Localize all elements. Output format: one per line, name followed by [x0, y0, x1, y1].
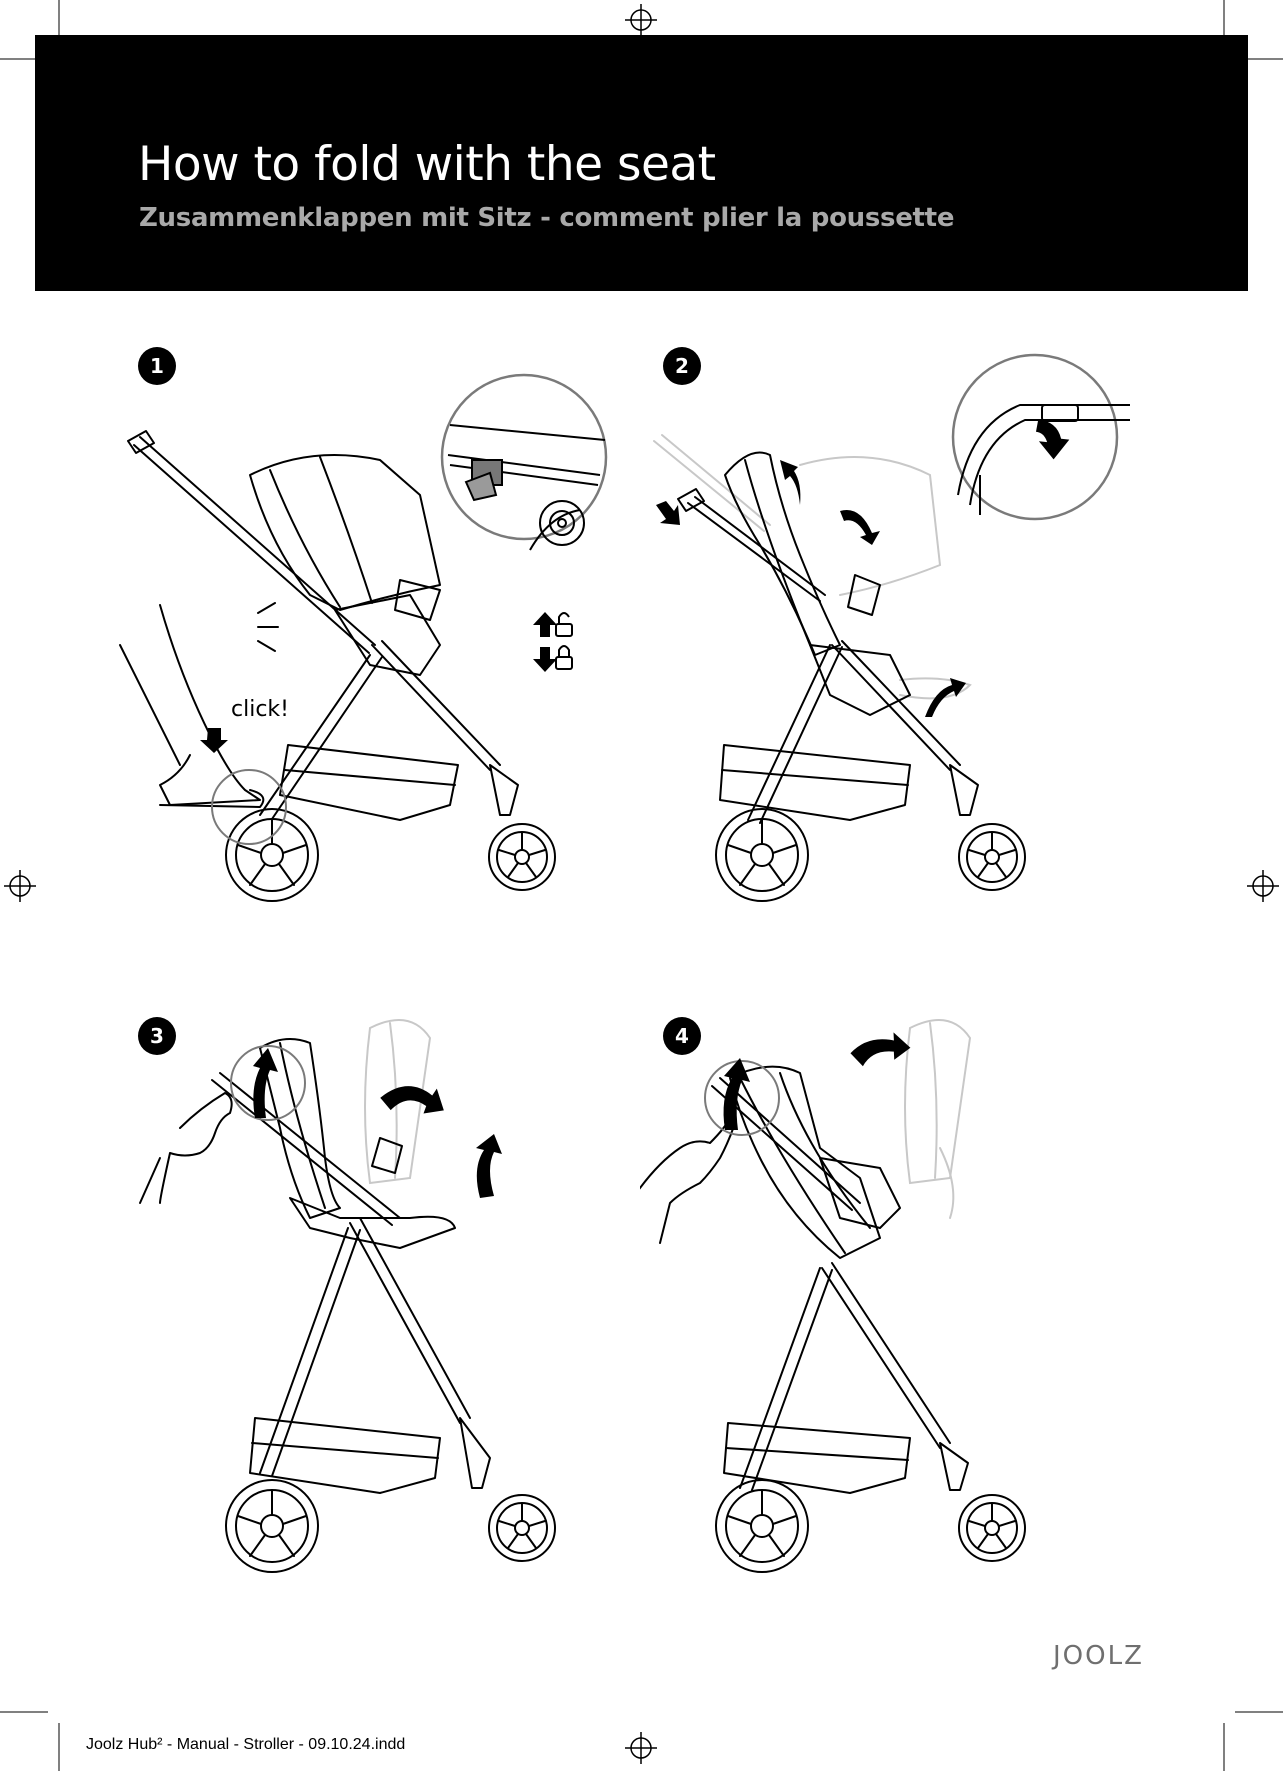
- arrow-down-icon: [533, 647, 557, 672]
- step-number-badge: 3: [138, 1017, 176, 1055]
- arrow-down-icon: [1035, 419, 1070, 460]
- step-1: 1: [110, 345, 650, 945]
- lock-icon: [555, 645, 573, 670]
- arrow-up-icon: [533, 612, 557, 637]
- file-footer: Joolz Hub² - Manual - Stroller - 09.10.2…: [86, 1736, 406, 1753]
- click-callout: click!: [231, 697, 289, 722]
- step-2: 2: [640, 345, 1180, 945]
- header-banner: How to fold with the seat Zusammenklappe…: [35, 35, 1248, 291]
- step-number-badge: 4: [663, 1017, 701, 1055]
- stroller-illustration: [640, 1019, 1026, 1573]
- step-number-badge: 1: [138, 347, 176, 385]
- step-4: 4: [640, 1017, 1180, 1618]
- page-subtitle: Zusammenklappen mit Sitz - comment plier…: [139, 203, 955, 233]
- step-number-badge: 2: [663, 347, 701, 385]
- arrow-down-icon: [200, 728, 228, 753]
- page-title: How to fold with the seat: [138, 137, 716, 192]
- stroller-illustration: [653, 353, 1130, 902]
- stroller-illustration: [119, 373, 608, 902]
- stroller-illustration: [139, 1019, 556, 1573]
- brand-logo: JOOLZ: [1053, 1641, 1144, 1671]
- step-3: 3: [110, 1017, 650, 1618]
- unlock-icon: [555, 612, 573, 637]
